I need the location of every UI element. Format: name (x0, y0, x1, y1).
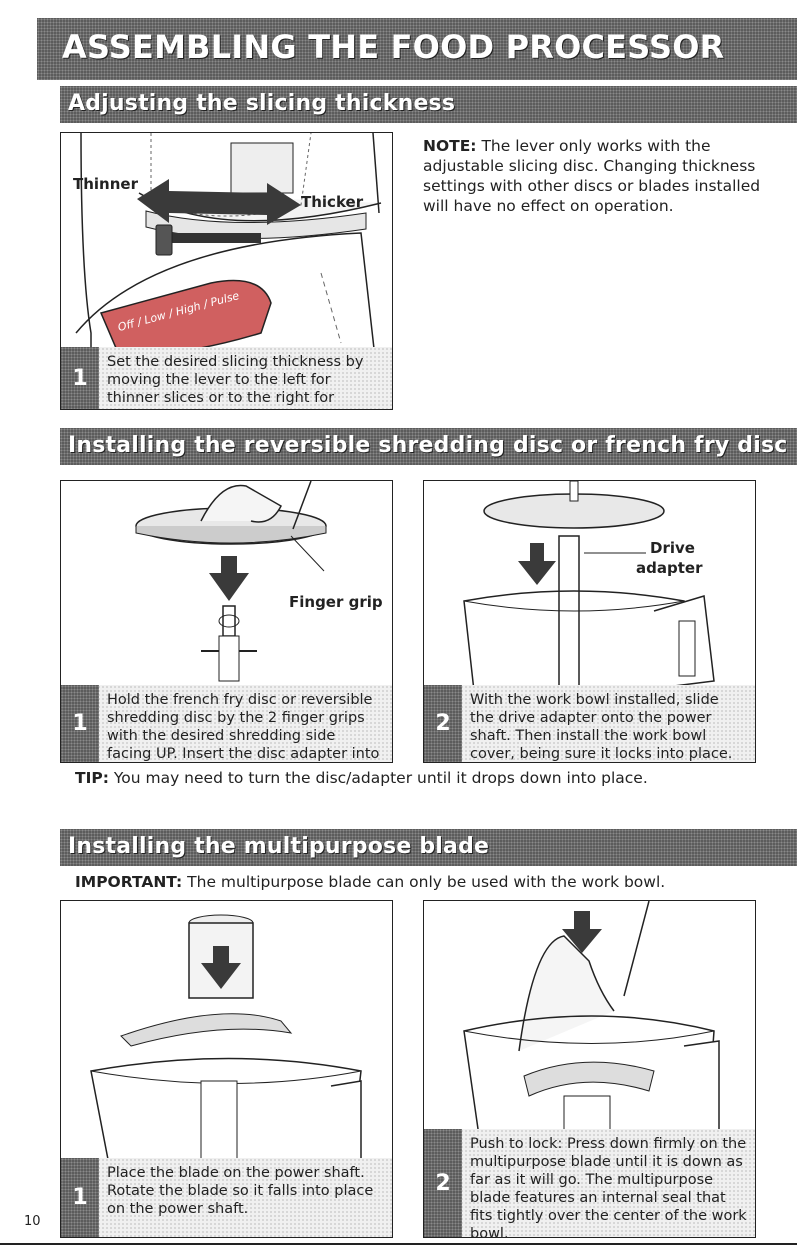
blade-placement-illustration: 1 Place the blade on the power shaft. Ro… (60, 900, 393, 1238)
finger-grip-label: Finger grip (289, 593, 383, 611)
adapter-label: adapter (636, 559, 703, 577)
step-2-box: 2 Push to lock: Press down firmly on the… (424, 1129, 755, 1237)
step-number: 2 (424, 685, 462, 762)
step-number: 2 (424, 1129, 462, 1237)
step-1-box: 1 Place the blade on the power shaft. Ro… (61, 1158, 392, 1237)
step-number: 1 (61, 1158, 99, 1237)
note-paragraph: NOTE: The lever only works with the adju… (423, 136, 783, 216)
drive-adapter-illustration: Drive adapter 2 With the work bowl insta… (423, 480, 756, 763)
important-paragraph: IMPORTANT: The multipurpose blade can on… (75, 872, 775, 892)
step-2-box: 2 With the work bowl installed, slide th… (424, 685, 755, 762)
note-label: NOTE: (423, 137, 477, 155)
slicing-diagram (75, 133, 382, 409)
note-text: The lever only works with the adjustable… (423, 137, 761, 215)
drive-label: Drive (650, 539, 695, 557)
page-title: ASSEMBLING THE FOOD PROCESSOR (62, 28, 725, 66)
shredding-disc-diagram (135, 481, 327, 682)
page-number: 10 (24, 1214, 41, 1229)
blade-lock-illustration: 2 Push to lock: Press down firmly on the… (423, 900, 756, 1238)
step-number: 1 (61, 347, 99, 409)
step-text: Set the desired slicing thickness by mov… (107, 354, 364, 409)
section-heading-blade: Installing the multipurpose blade (68, 834, 490, 859)
tip-label: TIP: (75, 769, 109, 787)
important-text: The multipurpose blade can only be used … (182, 873, 666, 891)
step-text: Hold the french fry disc or reversible s… (107, 692, 380, 762)
step-1-box: 1 Hold the french fry disc or reversible… (61, 685, 392, 762)
step-text: Push to lock: Press down firmly on the m… (470, 1136, 747, 1238)
blade-lock-diagram (463, 901, 720, 1172)
section-heading-slicing: Adjusting the slicing thickness (68, 91, 456, 116)
section-heading-band (60, 428, 797, 465)
step-text: With the work bowl installed, slide the … (470, 692, 733, 762)
step-number: 1 (61, 685, 99, 762)
thicker-label: Thicker (301, 193, 364, 211)
bottom-rule (0, 1243, 797, 1245)
slicing-illustration: Thinner Thicker Off / Low / High / Pulse… (60, 132, 393, 410)
blade-placement-diagram (90, 914, 362, 1202)
tip-text: You may need to turn the disc/adapter un… (108, 769, 648, 787)
title-band (37, 18, 797, 80)
step-1-box: 1 Set the desired slicing thickness by m… (61, 347, 392, 409)
step-text: Place the blade on the power shaft. Rota… (107, 1165, 374, 1217)
section-heading-band (60, 86, 797, 123)
thinner-label: Thinner (73, 175, 138, 193)
shredding-disc-illustration: Finger grip 1 Hold the french fry disc o… (60, 480, 393, 763)
section-heading-band (60, 829, 797, 866)
section-heading-shredding: Installing the reversible shredding disc… (68, 433, 788, 458)
important-label: IMPORTANT: (75, 873, 183, 891)
tip-paragraph: TIP: You may need to turn the disc/adapt… (75, 768, 775, 788)
